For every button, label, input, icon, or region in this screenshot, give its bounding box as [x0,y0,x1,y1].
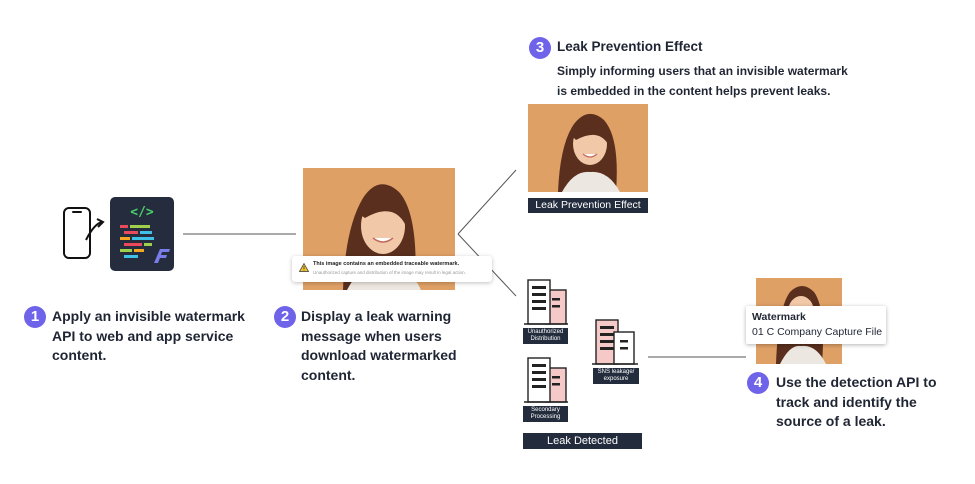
step-4-text: Use the detection API to track and ident… [776,373,937,432]
step-3-badge: 3 [529,37,551,59]
watermark-card-title: Watermark [752,311,806,323]
step-3-text: Simply informing users that an invisible… [557,61,848,101]
step-4-badge: 4 [747,372,769,394]
building-icon [524,279,568,325]
step-4-line: Use the detection API to [776,374,937,390]
warning-subtitle: Unauthorized capture and distribution of… [313,270,466,275]
watermark-result-card: Watermark 01 C Company Capture File [746,306,886,344]
portrait-illustration [528,104,648,192]
step-1-badge: 1 [24,306,46,328]
step-4-line: source of a leak. [776,413,886,429]
step-2-line: content. [301,366,356,383]
portrait-photo-step3 [528,104,648,192]
connector-2-3 [457,169,517,235]
step-3-line: is embedded in the content helps prevent… [557,84,831,98]
step-1-line: Apply an invisible watermark [52,308,245,324]
building-label: SNS leakage/ exposure [593,368,639,384]
step-3-line: Simply informing users that an invisible… [557,64,848,78]
building-label: Secondary Processing [523,406,568,422]
step-2-badge: 2 [274,306,296,328]
step-2-line: download watermarked [301,347,457,363]
leak-prevention-label: Leak Prevention Effect [528,198,648,213]
building-icon [524,357,568,403]
warning-title: This image contains an embedded traceabl… [313,261,460,267]
step-1-text: Apply an invisible watermark API to web … [52,307,245,366]
code-lines-icon [120,225,170,263]
step-2-text: Display a leak warning message when user… [301,307,457,385]
step-2-line: message when users [301,327,442,344]
watermark-card-value: 01 C Company Capture File [752,326,883,338]
leak-warning-toast: This image contains an embedded traceabl… [292,256,492,282]
warning-icon [299,263,309,272]
building-icon [592,319,638,365]
code-tag-glyph: </> [130,205,154,220]
step-4-line: track and identify the [776,393,917,410]
leak-detected-label: Leak Detected [523,433,642,449]
step-1-line: API to web and app service [52,327,234,344]
step-1-line: content. [52,347,107,363]
step-2-line: Display a leak warning [301,308,452,324]
code-api-icon: </> [110,197,174,271]
phone-icon [63,207,105,259]
building-label: Unauthorized Distribution [523,328,568,344]
step-3-title: Leak Prevention Effect [557,39,703,54]
